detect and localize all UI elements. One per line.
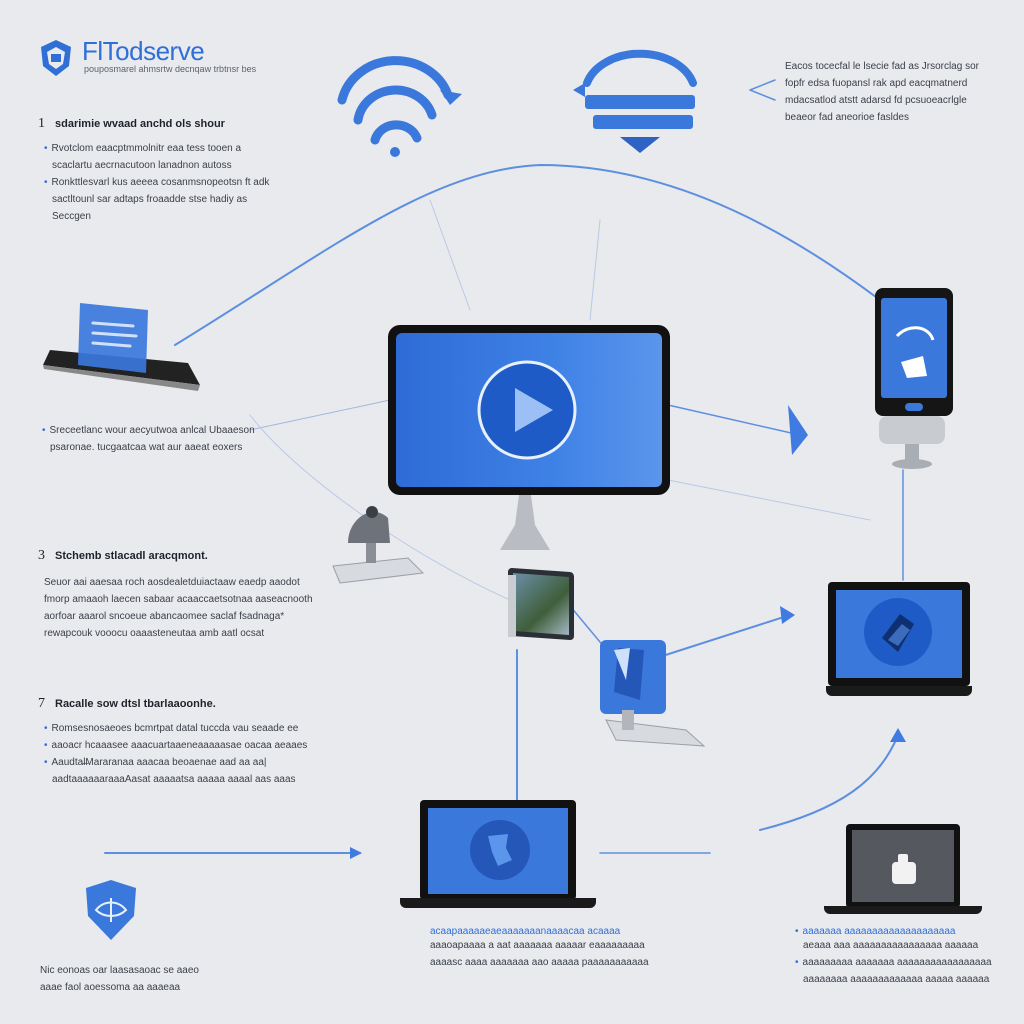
section-number: 1 — [38, 116, 45, 131]
wire-arrow-right — [649, 614, 791, 661]
photo-frame-icon — [508, 567, 574, 641]
tablet-device-icon — [43, 303, 200, 391]
text-line: aadtaaaaaaraaaAasat aaaaatsa aaaaa aaaal… — [52, 774, 296, 785]
text-line: Sreceetlanc wour aecyutwoa anlcal Ubaaes… — [42, 422, 255, 439]
phone-caption: Sreceetlanc wour aecyutwoa anlcal Ubaaes… — [42, 422, 255, 456]
section-number: 3 — [38, 548, 45, 563]
right-laptop[interactable] — [828, 582, 970, 686]
text-line: Aaudtal̶Mararanaa aaacaa beoaenae aad aa… — [44, 754, 307, 771]
laptop-logo-icon — [470, 820, 530, 880]
text-line: fopfr edsa fuopansl rak apd eacqmatnerd — [785, 78, 968, 89]
monitor-stand — [500, 495, 550, 550]
section-number: 7 — [38, 696, 45, 711]
text-line: aaaaaaaa aaaaaaaaaaaaa aaaaa aaaaaa — [803, 974, 990, 985]
wire-faint-2 — [429, 199, 471, 311]
small-laptop-base — [605, 710, 706, 747]
dark-laptop-base — [824, 906, 982, 914]
text-line: fmorp amaaoh laecen sabaar acaaccaetsotn… — [44, 594, 313, 605]
text-line: sactltounl sar adtaps froaadde stse hadi… — [52, 194, 248, 205]
arrowhead-3 — [890, 728, 906, 742]
text-line: Seccgen — [52, 211, 91, 222]
top-right-text-block: Eacos tocecfal le lsecie fad as Jrsorcla… — [785, 58, 979, 126]
wire-tablet-to-phone — [174, 163, 881, 346]
brand-name: FlTodserve — [82, 36, 205, 66]
text-line: Ronkttlesvarl kus aeeea cosanmsnopeotsn … — [44, 174, 270, 191]
phone-screen — [881, 298, 947, 398]
wire-faint-3 — [589, 219, 601, 321]
text-line: aaaasc aaaa aaaaaaa aao aaaaa paaaaaaaaa… — [430, 957, 649, 968]
shield-logo-icon — [41, 40, 71, 76]
center-laptop[interactable] — [420, 800, 576, 900]
text-line: Romsesnosaeoes bcmrtpat datal tuccda vau… — [44, 720, 307, 737]
text-line: Eacos tocecfal le lsecie fad as Jrsorcla… — [785, 61, 979, 72]
right-laptop-base — [826, 686, 972, 696]
text-line: aorfoar aaarol sncoeue abancaomee saclaf… — [44, 611, 285, 622]
section-7: 7 Racalle sow dtsl tbarlaaoonhe. Romsesn… — [38, 696, 307, 788]
section-1: 1 sdarimie wvaad anchd ols shour Rvotclo… — [38, 116, 269, 225]
smartphone-kiosk[interactable] — [875, 288, 953, 416]
desktop-monitor[interactable] — [388, 325, 670, 495]
desk-lamp-icon — [332, 506, 425, 584]
brand-logo — [38, 38, 74, 83]
text-line: beaeor fad aneorioe fasldes — [785, 112, 909, 123]
section-heading: sdarimie wvaad anchd ols shour — [55, 118, 225, 130]
phone-app-icon — [895, 326, 935, 378]
photo-frame-side — [508, 575, 516, 637]
laptop-app-icon — [864, 598, 932, 666]
arrowhead-4 — [788, 405, 808, 455]
wire-monitor-right — [667, 404, 801, 436]
text-line: aaae faol aoessoma aa aaaeaa — [40, 982, 181, 993]
router-signal-icon — [573, 49, 697, 153]
text-line: psaronae. tucgaatcaa wat aur aaeat eoxer… — [50, 442, 243, 453]
wire-faint-4 — [667, 479, 871, 521]
text-line: Rvotclom eaacptmmolnitr eaa tess tooen a — [44, 140, 269, 157]
section-3: 3 Stchemb stlacadl aracqmont. Seuor aai … — [38, 548, 313, 642]
wire-arrow-up — [759, 734, 899, 831]
text-line: mdacsatlod atstt adarsd fd pcsuoeacrlgle — [785, 95, 967, 106]
shield-caption: Nic eonoas oar laasasaoac se aaeo aaae f… — [40, 962, 199, 996]
brand-tagline: pouposmarel ahmsrtw decnqaw trbtnsr bes — [84, 64, 257, 74]
section-heading: Racalle sow dtsl tbarlaaoonhe. — [55, 698, 216, 710]
text-line: aeaaa aaa aaaaaaaaaaaaaaaa aaaaaa — [803, 940, 979, 951]
wire-monitor-left — [249, 399, 391, 431]
text-line: scaclartu aecrnacutoon lanadnon autoss — [52, 160, 232, 171]
caption-title: acaapaaaaaeaeaaaaaaanaaaacaa acaaaa — [430, 926, 621, 937]
text-line: rewapcouk vooocu oaaasteneutaa amb aatl … — [44, 628, 265, 639]
phone-home-button[interactable] — [905, 403, 923, 411]
wifi-signal-icon — [337, 56, 462, 157]
text-line: aaoacr hcaaasee aaacuartaaeneaaaaasae oa… — [44, 737, 308, 754]
caption-title: aaaaaaa aaaaaaaaaaaaaaaaaaaa — [795, 926, 992, 937]
text-line: aaaaaaaaa aaaaaaa aaaaaaaaaaaaaaaaa — [795, 954, 992, 971]
section-heading: Stchemb stlacadl aracqmont. — [55, 550, 208, 562]
text-line: Nic eonoas oar laasasaoac se aaeo — [40, 965, 199, 976]
dark-laptop-icon — [892, 854, 916, 884]
wire-top-right-arrow — [749, 79, 776, 101]
center-laptop-base — [400, 898, 596, 908]
shield-icon — [86, 880, 136, 940]
arrowhead-1 — [350, 847, 362, 859]
arrowhead-2 — [780, 606, 795, 624]
right-caption: aaaaaaa aaaaaaaaaaaaaaaaaaaa aeaaa aaa a… — [795, 926, 992, 988]
text-line: aaaoapaaaa a aat aaaaaaa aaaaar eaaaaaaa… — [430, 940, 645, 951]
kiosk-stand — [879, 416, 945, 469]
dark-laptop[interactable] — [846, 824, 960, 908]
text-line: Seuor aai aaesaa roch aosdealetduiactaaw… — [44, 577, 300, 588]
laptop-caption: acaapaaaaaeaeaaaaaaanaaaacaa acaaaa aaao… — [430, 926, 649, 971]
small-laptop-icon — [600, 640, 666, 714]
play-icon[interactable] — [475, 358, 579, 462]
